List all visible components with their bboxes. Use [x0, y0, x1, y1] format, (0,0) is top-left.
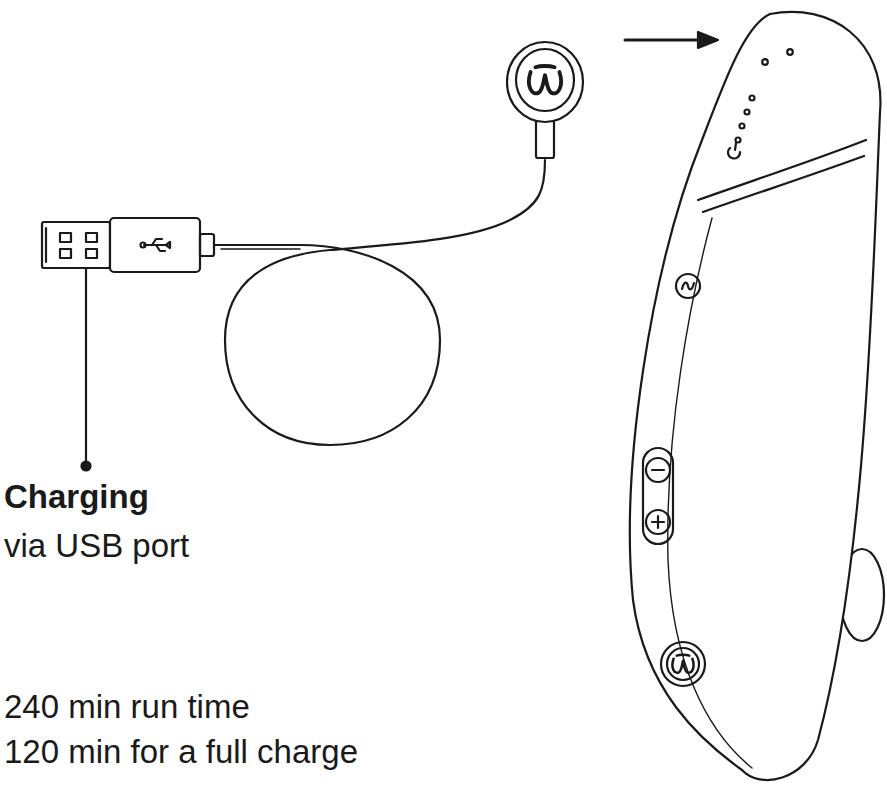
usb-plug: [42, 218, 214, 272]
label-text: via USB port: [4, 527, 189, 565]
direction-arrow: [625, 32, 718, 48]
magnetic-connector: [507, 42, 583, 158]
label-text: 240 min run time: [4, 688, 250, 726]
cable: [214, 160, 545, 445]
label-text: 120 min for a full charge: [4, 733, 358, 771]
device: [630, 12, 884, 780]
label-heading: Charging: [4, 478, 149, 516]
leader-line: [82, 268, 91, 471]
